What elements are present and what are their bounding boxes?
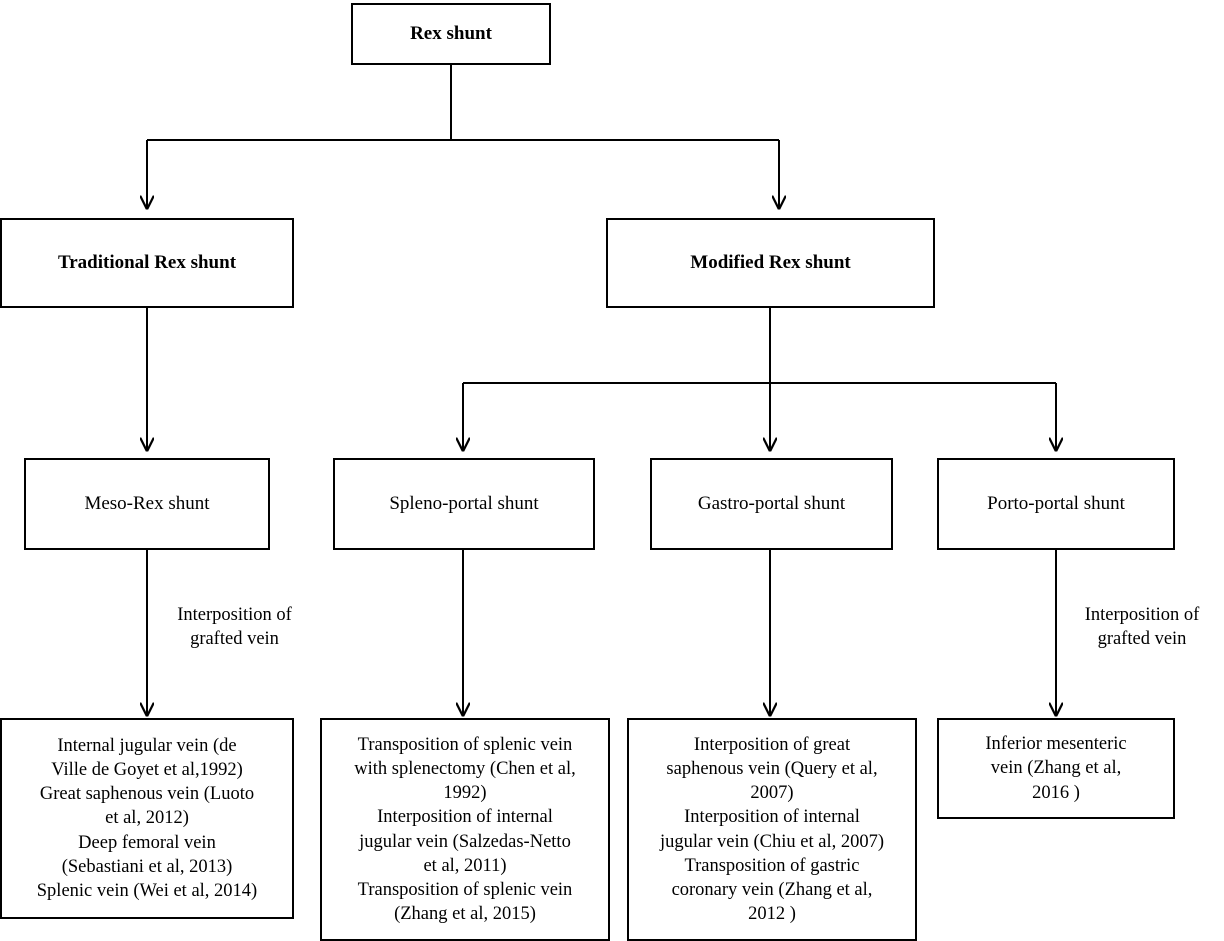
node-spleno-portal-shunt[interactable]: Spleno-portal shunt — [333, 458, 595, 550]
node-gastro-portal-shunt-label: Gastro-portal shunt — [697, 492, 846, 514]
node-gastro-portal-shunt[interactable]: Gastro-portal shunt — [650, 458, 893, 550]
node-traditional-rex-shunt[interactable]: Traditional Rex shunt — [0, 218, 294, 308]
node-rex-shunt-label: Rex shunt — [410, 22, 492, 44]
node-gastro-portal-techniques-text: Interposition of great saphenous vein (Q… — [659, 735, 884, 924]
node-spleno-portal-techniques[interactable]: Transposition of splenic vein with splen… — [320, 718, 610, 941]
node-meso-rex-shunt[interactable]: Meso-Rex shunt — [24, 458, 270, 550]
node-gastro-portal-techniques[interactable]: Interposition of great saphenous vein (Q… — [627, 718, 917, 941]
node-meso-rex-grafts[interactable]: Internal jugular vein (de Ville de Goyet… — [0, 718, 294, 919]
node-modified-rex-shunt-label: Modified Rex shunt — [690, 251, 851, 273]
node-porto-portal-grafts-text: Inferior mesenteric vein (Zhang et al, 2… — [985, 734, 1127, 803]
node-spleno-portal-techniques-text: Transposition of splenic vein with splen… — [354, 735, 576, 924]
node-porto-portal-grafts[interactable]: Inferior mesenteric vein (Zhang et al, 2… — [937, 718, 1175, 819]
node-rex-shunt[interactable]: Rex shunt — [351, 3, 551, 65]
edge-label-meso-rex-graft: Interposition of grafted vein — [177, 605, 292, 649]
node-modified-rex-shunt[interactable]: Modified Rex shunt — [606, 218, 935, 308]
node-porto-portal-shunt[interactable]: Porto-portal shunt — [937, 458, 1175, 550]
edge-label-porto-portal-graft: Interposition of grafted vein — [1084, 605, 1200, 649]
node-traditional-rex-shunt-label: Traditional Rex shunt — [57, 251, 237, 273]
node-spleno-portal-shunt-label: Spleno-portal shunt — [389, 492, 539, 514]
node-meso-rex-shunt-label: Meso-Rex shunt — [84, 492, 210, 514]
node-porto-portal-shunt-label: Porto-portal shunt — [987, 492, 1125, 514]
node-meso-rex-grafts-text: Internal jugular vein (de Ville de Goyet… — [36, 736, 258, 901]
